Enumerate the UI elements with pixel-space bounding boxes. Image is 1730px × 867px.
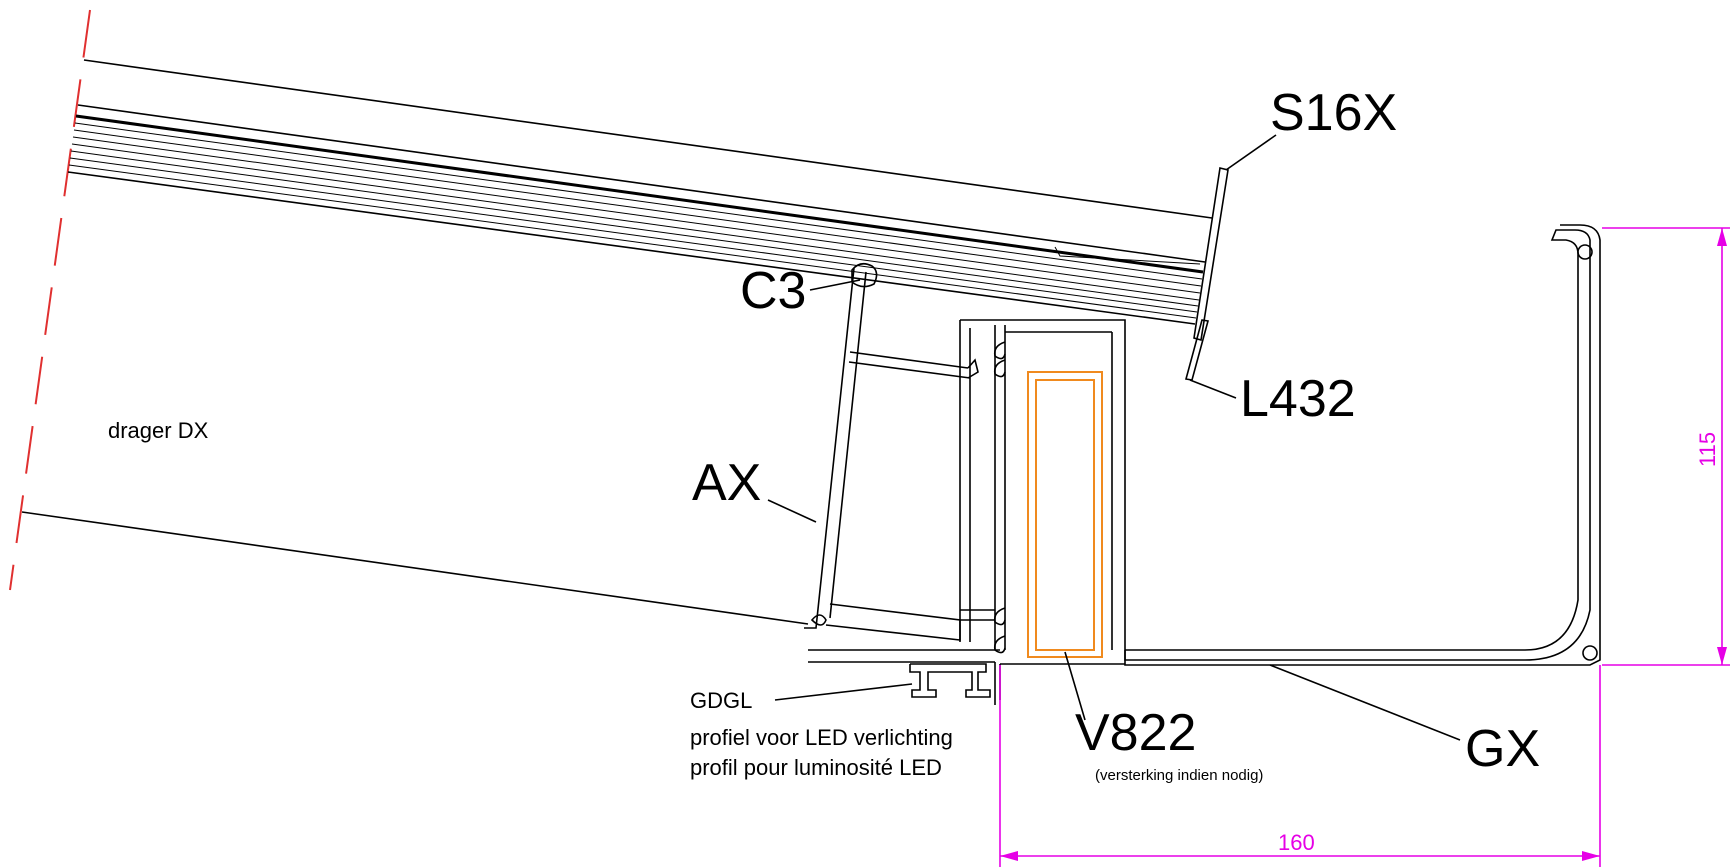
leader-s16x bbox=[1225, 134, 1277, 171]
dimension-115 bbox=[1602, 227, 1730, 666]
label-c3: C3 bbox=[740, 262, 806, 320]
label-v822-note: (versterking indien nodig) bbox=[1095, 767, 1263, 784]
leader-ax bbox=[767, 499, 817, 523]
label-s16x: S16X bbox=[1270, 84, 1397, 142]
label-drager: drager DX bbox=[108, 418, 209, 443]
dimension-label-115: 115 bbox=[1695, 432, 1720, 467]
frame-profile bbox=[808, 319, 1126, 705]
s16x-profile bbox=[1193, 167, 1229, 342]
beam-dx-edge bbox=[21, 511, 809, 625]
gx-gutter bbox=[999, 224, 1601, 700]
cut-line bbox=[9, 9, 91, 591]
leader-l432 bbox=[1189, 379, 1237, 399]
dimension-label-160: 160 bbox=[1278, 830, 1315, 855]
gdgl-profile bbox=[909, 663, 991, 698]
leader-v822 bbox=[1064, 651, 1086, 721]
label-gdgl: GDGL bbox=[690, 688, 752, 713]
label-v822: V822 bbox=[1075, 704, 1196, 762]
l432-profile bbox=[1184, 319, 1210, 381]
leader-gx bbox=[1269, 664, 1461, 741]
v822-reinforcement bbox=[1027, 371, 1103, 658]
roof-panel bbox=[67, 59, 1213, 325]
ax-profile bbox=[804, 262, 979, 641]
label-gx: GX bbox=[1465, 720, 1540, 778]
label-ax: AX bbox=[692, 454, 761, 512]
leader-c3 bbox=[809, 279, 861, 291]
dimension-160 bbox=[999, 665, 1601, 867]
label-led-nl: profiel voor LED verlichting bbox=[690, 725, 953, 750]
label-l432: L432 bbox=[1240, 370, 1356, 428]
label-led-fr: profil pour luminosité LED bbox=[690, 755, 942, 780]
leader-gdgl bbox=[774, 683, 913, 701]
